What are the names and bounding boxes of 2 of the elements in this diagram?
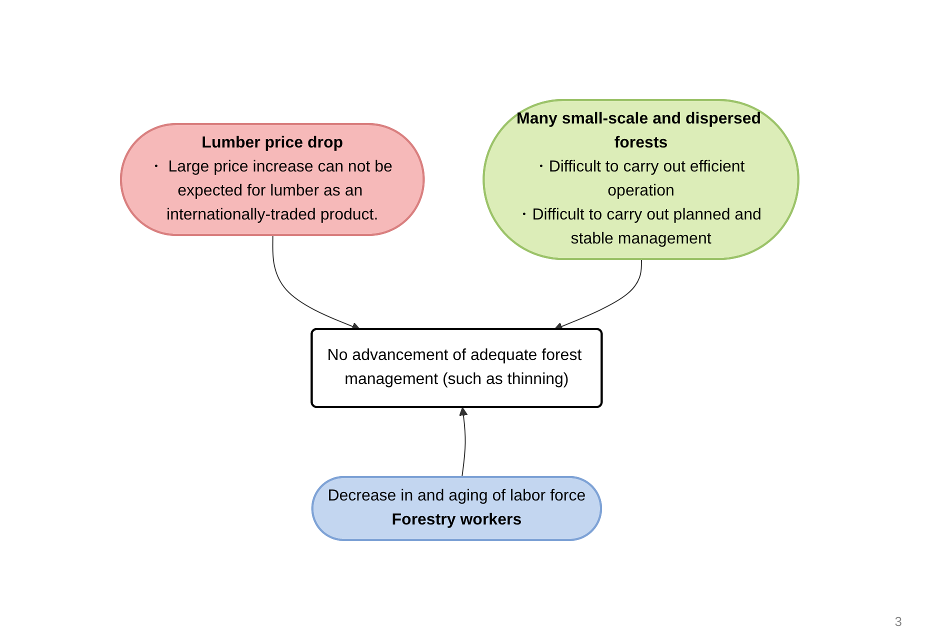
page-number: 3 <box>894 614 902 629</box>
arrow <box>459 407 468 478</box>
